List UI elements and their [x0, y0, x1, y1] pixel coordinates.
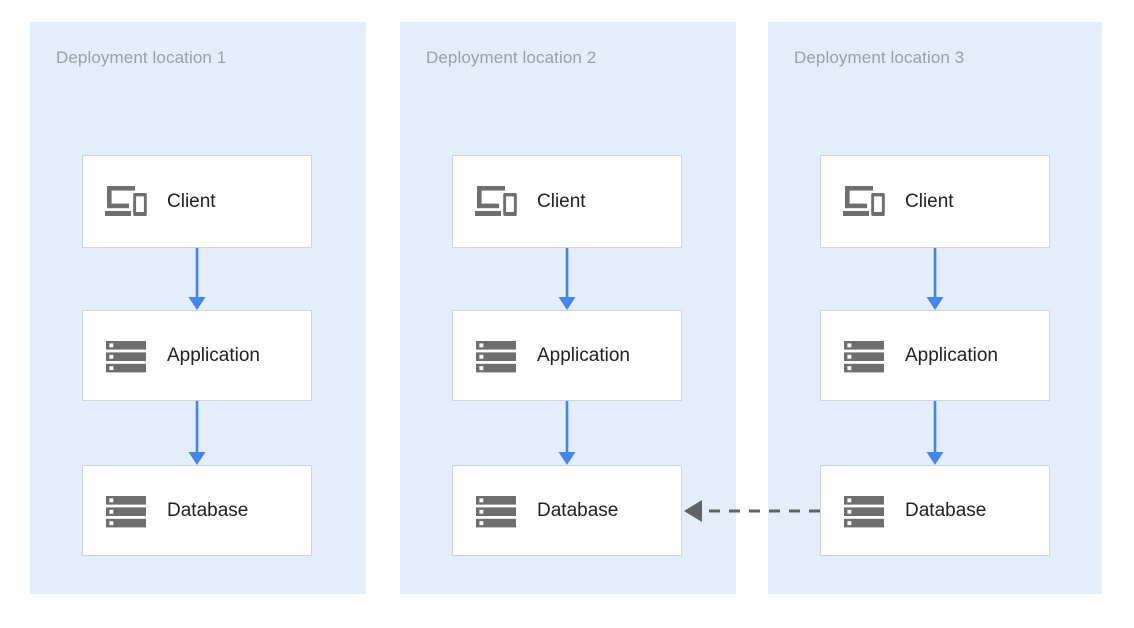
devices-icon: [475, 185, 517, 216]
node-deployment-location-1-database[interactable]: Database: [82, 465, 312, 556]
devices-icon: [105, 185, 147, 216]
node-deployment-location-3-application[interactable]: Application: [820, 310, 1050, 401]
node-label: Database: [905, 499, 987, 521]
server-icon: [844, 340, 884, 372]
devices-icon: [843, 185, 885, 216]
server-icon: [106, 340, 146, 372]
node-deployment-location-3-database[interactable]: Database: [820, 465, 1050, 556]
server-icon: [476, 340, 516, 372]
node-deployment-location-2-application[interactable]: Application: [452, 310, 682, 401]
node-label: Client: [537, 190, 586, 212]
node-deployment-location-3-client[interactable]: Client: [820, 155, 1050, 248]
panel-title-deployment-location-3: Deployment location 3: [794, 48, 965, 67]
server-icon: [476, 495, 516, 527]
server-icon: [844, 495, 884, 527]
panel-title-deployment-location-1: Deployment location 1: [56, 48, 227, 67]
node-deployment-location-2-database[interactable]: Database: [452, 465, 682, 556]
node-label: Client: [905, 190, 954, 212]
node-label: Database: [167, 499, 249, 521]
node-label: Client: [167, 190, 216, 212]
node-label: Application: [537, 344, 630, 366]
node-deployment-location-1-client[interactable]: Client: [82, 155, 312, 248]
node-deployment-location-2-client[interactable]: Client: [452, 155, 682, 248]
node-deployment-location-1-application[interactable]: Application: [82, 310, 312, 401]
panel-title-deployment-location-2: Deployment location 2: [426, 48, 597, 67]
server-icon: [106, 495, 146, 527]
node-label: Application: [167, 344, 260, 366]
node-label: Database: [537, 499, 619, 521]
node-label: Application: [905, 344, 998, 366]
